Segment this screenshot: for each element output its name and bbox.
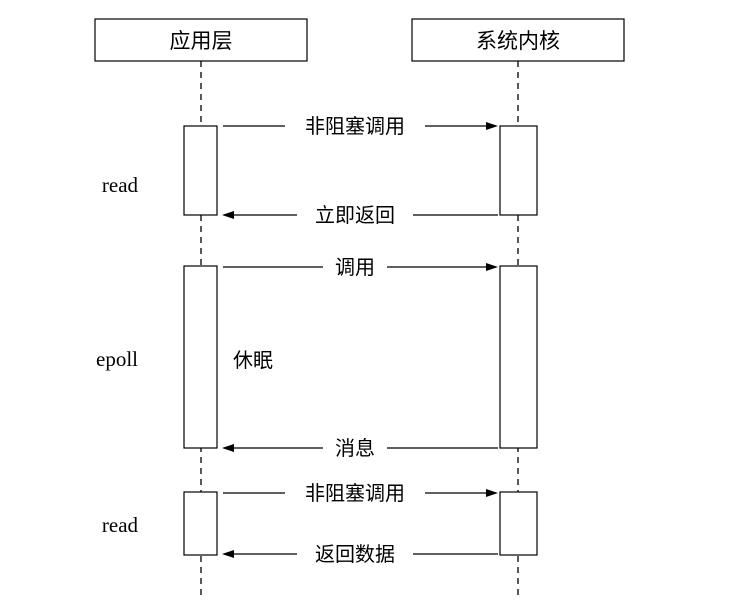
message-label: 调用 bbox=[335, 255, 375, 279]
participant-app: 应用层 bbox=[94, 18, 308, 62]
arrow-head-right bbox=[486, 489, 498, 497]
message-label: 非阻塞调用 bbox=[305, 114, 405, 138]
participant-app-label: 应用层 bbox=[170, 29, 233, 53]
activation-app-read-2 bbox=[183, 491, 218, 556]
section-label-read-2: read bbox=[102, 513, 139, 537]
activation-app-epoll bbox=[183, 265, 218, 449]
activation-kernel-read-1 bbox=[499, 125, 538, 216]
message-label: 返回数据 bbox=[315, 542, 395, 566]
arrow-head-left bbox=[222, 211, 234, 219]
section-label-read-1: read bbox=[102, 173, 139, 197]
arrow-head-left bbox=[222, 444, 234, 452]
activation-kernel-read-2 bbox=[499, 491, 538, 556]
message-nonblocking-call-2: 非阻塞调用 bbox=[223, 479, 498, 507]
message-label: 消息 bbox=[335, 436, 375, 460]
message-immediate-return: 立即返回 bbox=[222, 201, 498, 229]
participant-kernel-box bbox=[411, 18, 625, 62]
message-return-data: 返回数据 bbox=[222, 540, 498, 568]
section-label-epoll: epoll bbox=[96, 347, 138, 371]
activation-app-read-1 bbox=[183, 125, 218, 216]
participant-kernel-label: 系统内核 bbox=[476, 29, 560, 53]
section-read-2: read 非阻塞调用 返回数据 bbox=[102, 479, 538, 568]
participant-kernel: 系统内核 bbox=[411, 18, 625, 62]
participant-app-box bbox=[94, 18, 308, 62]
message-label: 立即返回 bbox=[315, 203, 395, 227]
activation-kernel-epoll bbox=[499, 265, 538, 449]
message-notify: 消息 bbox=[222, 434, 498, 462]
arrow-head-right bbox=[486, 122, 498, 130]
message-label: 非阻塞调用 bbox=[305, 481, 405, 505]
message-call: 调用 bbox=[223, 253, 498, 281]
section-read-1: read 非阻塞调用 立即返回 bbox=[102, 112, 538, 229]
arrow-head-right bbox=[486, 263, 498, 271]
section-epoll: epoll 休眠 调用 消息 bbox=[96, 253, 538, 462]
arrow-head-left bbox=[222, 550, 234, 558]
sleep-note: 休眠 bbox=[233, 348, 273, 372]
message-nonblocking-call-1: 非阻塞调用 bbox=[223, 112, 498, 140]
